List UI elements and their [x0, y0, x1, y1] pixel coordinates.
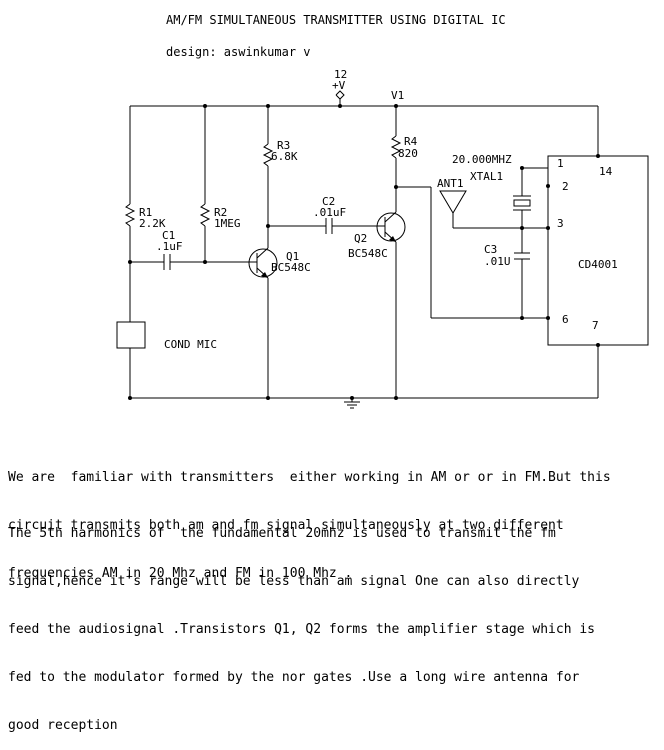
- description-line: feed the audiosignal .Transistors Q1, Q2…: [8, 622, 595, 637]
- r4-value: 820: [398, 147, 418, 160]
- description-line: signal,hence it's range will be less tha…: [8, 574, 580, 589]
- resistor-r3: [262, 143, 274, 167]
- description-line: We are familiar with transmitters either…: [8, 470, 611, 485]
- resistor-r1: [124, 203, 136, 227]
- r2-ref: R2: [214, 206, 227, 219]
- q2-ref: Q2: [354, 232, 367, 245]
- description-paragraph-1: We are familiar with transmitters either…: [8, 438, 658, 598]
- description-paragraph-2: The 5th harmonics of the fundamental 20m…: [8, 494, 658, 750]
- ground-symbol: [344, 398, 360, 409]
- q2-part: BC548C: [348, 247, 388, 260]
- ic-pin-3: 3: [557, 217, 564, 230]
- supply-voltage: 12: [334, 68, 347, 81]
- ic-pin-7: 7: [592, 319, 599, 332]
- description-line: frequencies AM in 20 Mhz and FM in 100 M…: [8, 566, 353, 581]
- description-line: good reception: [8, 718, 118, 733]
- capacitor-c1: [163, 254, 171, 270]
- r1-value: 2.2K: [139, 217, 166, 230]
- circuit-schematic: AM/FM SIMULTANEOUS TRANSMITTER USING DIG…: [116, 13, 649, 409]
- ground-rail: [129, 345, 599, 399]
- r2-value: 1MEG: [214, 217, 241, 230]
- node-v1-label: V1: [391, 89, 404, 102]
- q1-part: BC548C: [271, 261, 311, 274]
- description-line: The 5th harmonics of the fundamental 20m…: [8, 526, 556, 541]
- supply-label: +V: [332, 79, 346, 92]
- xtal-ref: XTAL1: [470, 170, 503, 183]
- supply-terminal: [335, 90, 345, 106]
- q1-ref: Q1: [286, 250, 299, 263]
- xtal-frequency: 20.000MHZ: [452, 153, 512, 166]
- crystal-xtal1: [513, 195, 531, 211]
- capacitor-c2: [325, 218, 333, 234]
- junction-dots: [128, 104, 600, 400]
- designer-credit: design: aswinkumar v: [166, 45, 311, 59]
- condenser-mic: [116, 321, 146, 349]
- antenna-ant1: [439, 190, 467, 228]
- c2-ref: C2: [322, 195, 335, 208]
- diagram-title: AM/FM SIMULTANEOUS TRANSMITTER USING DIG…: [166, 13, 506, 27]
- capacitor-c3: [514, 252, 530, 260]
- transistor-q1: [248, 247, 278, 279]
- mic-label: COND MIC: [164, 338, 217, 351]
- ic-pin-14: 14: [599, 165, 613, 178]
- c3-value: .01U: [484, 255, 511, 268]
- c2-value: .01uF: [313, 206, 346, 219]
- r3-value: 6.8K: [271, 150, 298, 163]
- ic-pin-6: 6: [562, 313, 569, 326]
- r4-ref: R4: [404, 135, 418, 148]
- description-line: circuit transmits both am and fm signal …: [8, 518, 564, 533]
- ic-pin-2: 2: [562, 180, 569, 193]
- ic-part: CD4001: [578, 258, 618, 271]
- r3-ref: R3: [277, 139, 290, 152]
- c1-ref: C1: [162, 229, 175, 242]
- resistor-r4: [390, 135, 402, 159]
- c1-value: .1uF: [156, 240, 183, 253]
- ic-pin-1: 1: [557, 157, 564, 170]
- transistor-q2: [376, 211, 406, 243]
- description-line: fed to the modulator formed by the nor g…: [8, 670, 580, 685]
- resistor-r2: [199, 203, 211, 227]
- c3-ref: C3: [484, 243, 497, 256]
- r1-ref: R1: [139, 206, 152, 219]
- ant-ref: ANT1: [437, 177, 464, 190]
